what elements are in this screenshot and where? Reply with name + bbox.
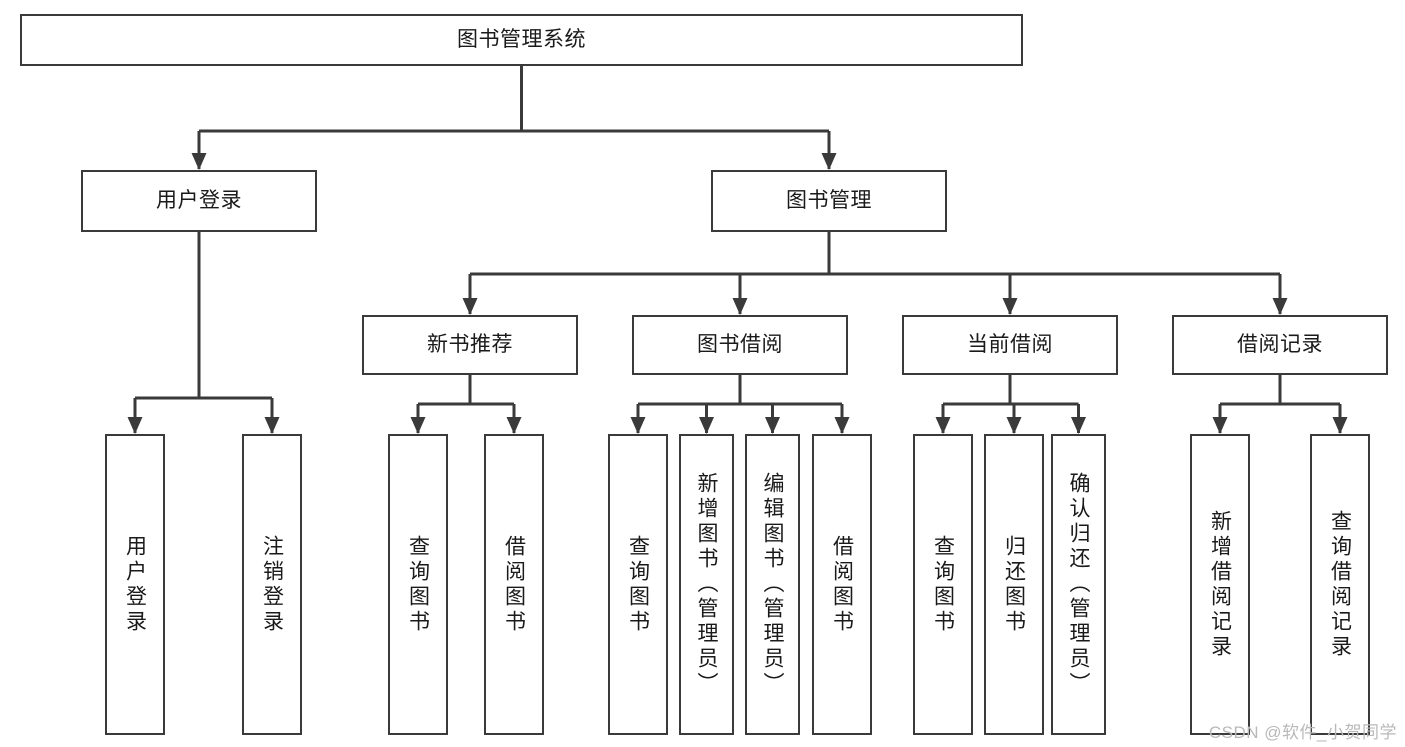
node-leaf-cur-1[interactable]: 查询图书 <box>913 434 973 735</box>
arrowhead-icon <box>191 153 207 170</box>
node-label: 编辑图书（管理员） <box>761 472 784 697</box>
arrowhead-icon <box>935 417 951 434</box>
arrowhead-icon <box>630 417 646 434</box>
node-label: 新增借阅记录 <box>1208 509 1232 660</box>
node-leaf-borrow-1[interactable]: 查询图书 <box>608 434 668 735</box>
arrowhead-icon <box>506 417 522 434</box>
node-leaf-borrow-2[interactable]: 新增图书（管理员） <box>679 434 734 735</box>
node-label: 借阅记录 <box>1237 332 1323 356</box>
arrowhead-icon <box>1006 417 1022 434</box>
arrowhead-icon <box>264 417 280 434</box>
node-login[interactable]: 用户登录 <box>81 170 317 232</box>
node-current[interactable]: 当前借阅 <box>902 315 1118 375</box>
node-label: 新书推荐 <box>427 332 513 356</box>
node-leaf-cur-3[interactable]: 确认归还（管理员） <box>1051 434 1106 735</box>
node-label: 借阅图书 <box>502 534 526 635</box>
arrowhead-icon <box>732 298 748 315</box>
arrowhead-icon <box>699 417 714 434</box>
node-leaf-rec-2[interactable]: 查询借阅记录 <box>1310 434 1370 735</box>
node-leaf-cur-2[interactable]: 归还图书 <box>984 434 1044 735</box>
node-leaf-new-2[interactable]: 借阅图书 <box>484 434 544 735</box>
arrowhead-icon <box>765 417 780 434</box>
node-label: 图书管理系统 <box>457 27 586 51</box>
watermark-label: CSDN @软件_小贺同学 <box>1208 723 1397 742</box>
node-label: 用户登录 <box>156 188 242 212</box>
node-label: 查询借阅记录 <box>1328 509 1352 660</box>
arrowhead-icon <box>410 417 426 434</box>
node-label: 确认归还（管理员） <box>1067 472 1090 697</box>
node-leaf-borrow-3[interactable]: 编辑图书（管理员） <box>745 434 800 735</box>
node-label: 图书借阅 <box>697 332 783 356</box>
node-leaf-new-1[interactable]: 查询图书 <box>388 434 448 735</box>
node-label: 新增图书（管理员） <box>695 472 718 697</box>
node-label: 用户登录 <box>123 534 147 635</box>
arrowhead-icon <box>462 298 478 315</box>
node-leaf-borrow-4[interactable]: 借阅图书 <box>812 434 872 735</box>
node-label: 当前借阅 <box>967 332 1053 356</box>
arrowhead-icon <box>834 417 850 434</box>
arrowhead-icon <box>1071 417 1086 434</box>
node-records[interactable]: 借阅记录 <box>1172 315 1388 375</box>
node-label: 查询图书 <box>931 534 955 635</box>
node-leaf-login-2[interactable]: 注销登录 <box>242 434 302 735</box>
arrowhead-icon <box>1002 298 1018 315</box>
node-label: 借阅图书 <box>830 534 854 635</box>
node-newbook[interactable]: 新书推荐 <box>362 315 578 375</box>
node-label: 查询图书 <box>406 534 430 635</box>
arrowhead-icon <box>127 417 143 434</box>
node-label: 图书管理 <box>786 188 872 212</box>
arrowhead-icon <box>1272 298 1288 315</box>
node-label: 查询图书 <box>626 534 650 635</box>
arrowhead-icon <box>1332 417 1348 434</box>
node-label: 注销登录 <box>260 534 284 635</box>
node-bookmgmt[interactable]: 图书管理 <box>711 170 947 232</box>
node-root[interactable]: 图书管理系统 <box>20 14 1023 66</box>
node-label: 归还图书 <box>1002 534 1026 635</box>
arrowhead-icon <box>1212 417 1228 434</box>
arrowhead-icon <box>821 153 837 170</box>
node-leaf-rec-1[interactable]: 新增借阅记录 <box>1190 434 1250 735</box>
node-leaf-login-1[interactable]: 用户登录 <box>105 434 165 735</box>
node-borrow[interactable]: 图书借阅 <box>632 315 848 375</box>
